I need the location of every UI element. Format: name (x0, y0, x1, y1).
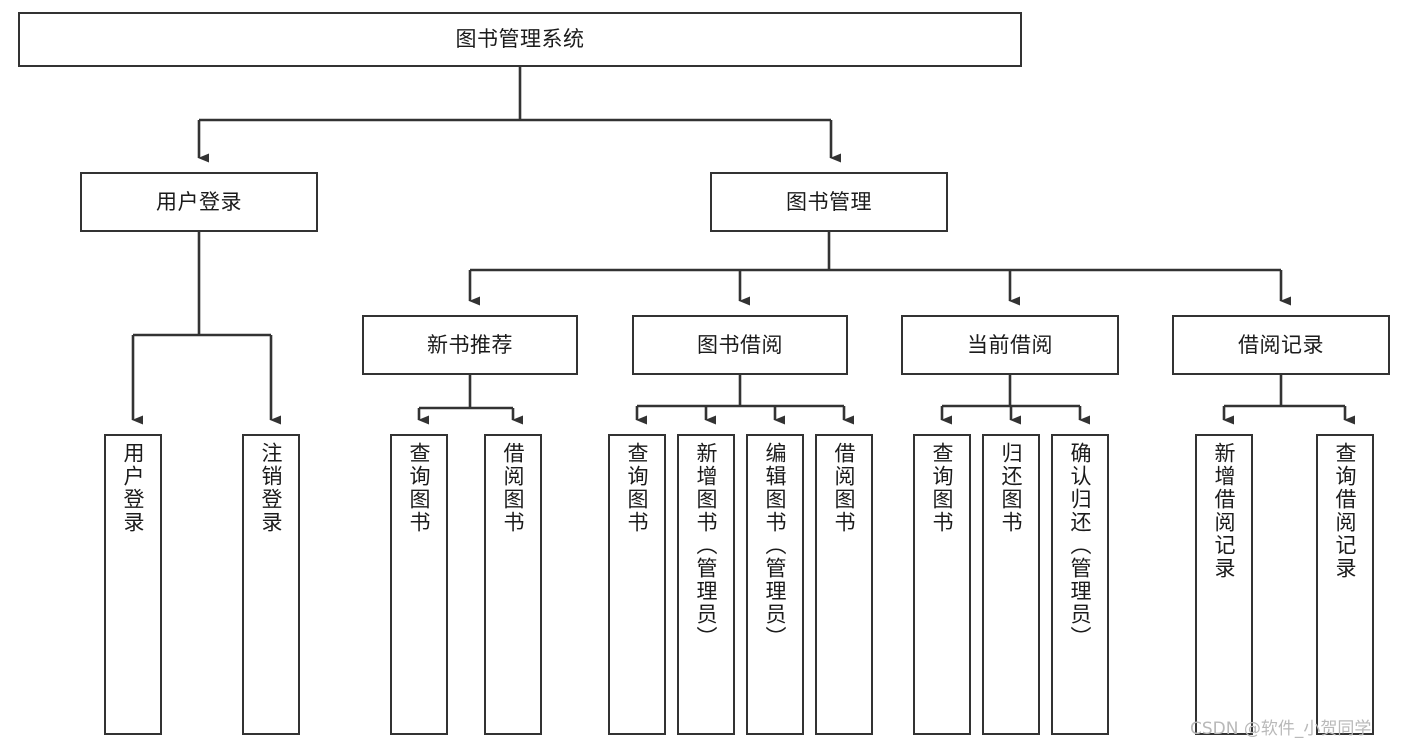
node-borrow-records-label: 借阅记录 (1238, 332, 1324, 357)
node-book-borrow[interactable]: 图书借阅 (632, 315, 848, 375)
node-leaf-query-book-current[interactable]: 查询图书 (913, 434, 971, 735)
node-leaf-query-book-borrow[interactable]: 查询图书 (608, 434, 666, 735)
node-leaf-query-book-current-label: 查询图书 (930, 442, 955, 534)
node-leaf-query-borrow-record-label: 查询借阅记录 (1333, 442, 1358, 580)
node-leaf-user-login-label: 用户登录 (121, 442, 146, 534)
node-leaf-edit-book-admin-label: 编辑图书（管理员） (763, 442, 788, 649)
node-leaf-return-book[interactable]: 归还图书 (982, 434, 1040, 735)
node-leaf-borrow-book-recommend[interactable]: 借阅图书 (484, 434, 542, 735)
node-user-login[interactable]: 用户登录 (80, 172, 318, 232)
node-leaf-user-login[interactable]: 用户登录 (104, 434, 162, 735)
node-leaf-query-book-recommend[interactable]: 查询图书 (390, 434, 448, 735)
node-leaf-return-book-label: 归还图书 (999, 442, 1024, 534)
node-leaf-confirm-return-admin[interactable]: 确认归还（管理员） (1051, 434, 1109, 735)
node-current-borrow[interactable]: 当前借阅 (901, 315, 1119, 375)
node-leaf-logout[interactable]: 注销登录 (242, 434, 300, 735)
node-book-borrow-label: 图书借阅 (697, 332, 783, 357)
node-leaf-add-borrow-record-label: 新增借阅记录 (1212, 442, 1237, 580)
node-borrow-records[interactable]: 借阅记录 (1172, 315, 1390, 375)
node-book-management-label: 图书管理 (786, 189, 872, 214)
node-root[interactable]: 图书管理系统 (18, 12, 1022, 67)
node-leaf-borrow-book[interactable]: 借阅图书 (815, 434, 873, 735)
watermark: CSDN @软件_小贺同学 (1190, 719, 1372, 739)
node-leaf-add-borrow-record[interactable]: 新增借阅记录 (1195, 434, 1253, 735)
node-leaf-edit-book-admin[interactable]: 编辑图书（管理员） (746, 434, 804, 735)
node-root-label: 图书管理系统 (455, 27, 585, 52)
node-leaf-confirm-return-admin-label: 确认归还（管理员） (1068, 442, 1093, 649)
node-current-borrow-label: 当前借阅 (967, 332, 1053, 357)
node-leaf-query-book-borrow-label: 查询图书 (625, 442, 650, 534)
node-leaf-query-borrow-record[interactable]: 查询借阅记录 (1316, 434, 1374, 735)
node-leaf-add-book-admin-label: 新增图书（管理员） (694, 442, 719, 649)
node-leaf-logout-label: 注销登录 (259, 442, 284, 534)
node-leaf-add-book-admin[interactable]: 新增图书（管理员） (677, 434, 735, 735)
node-user-login-label: 用户登录 (156, 189, 242, 214)
node-new-book-recommend[interactable]: 新书推荐 (362, 315, 578, 375)
node-leaf-borrow-book-label: 借阅图书 (832, 442, 857, 534)
node-leaf-query-book-recommend-label: 查询图书 (407, 442, 432, 534)
node-leaf-borrow-book-recommend-label: 借阅图书 (501, 442, 526, 534)
node-new-book-recommend-label: 新书推荐 (427, 332, 513, 357)
node-book-management[interactable]: 图书管理 (710, 172, 948, 232)
